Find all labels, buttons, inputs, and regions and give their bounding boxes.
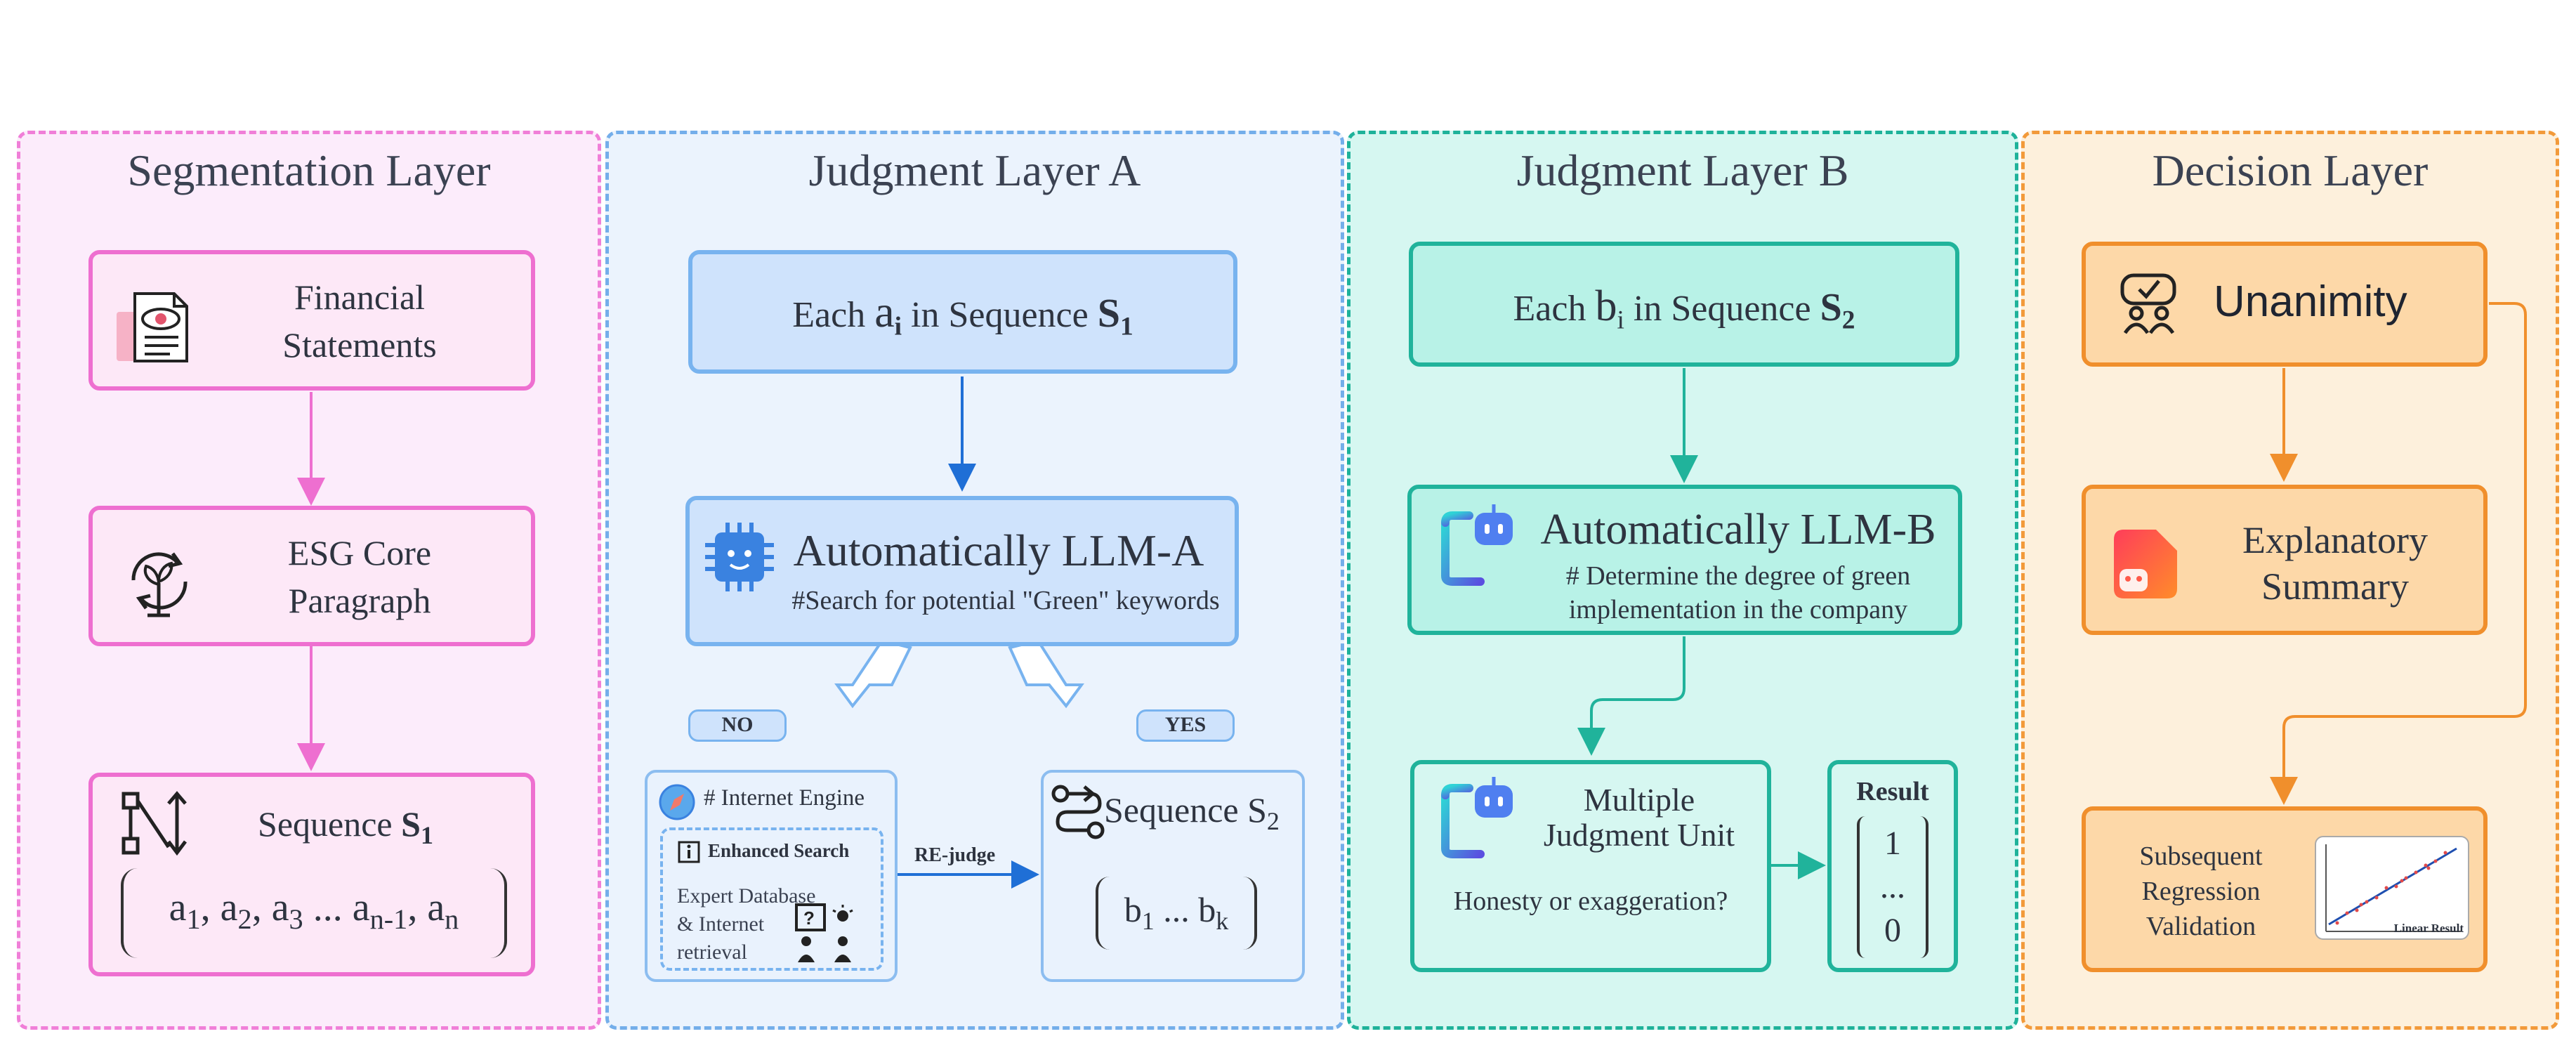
result-value: ... (1880, 868, 1905, 905)
each-ai-box: Each ai in Sequence S1 (688, 250, 1237, 374)
summary-bot-icon (2114, 530, 2177, 598)
sequence-s1-bracket (121, 868, 507, 958)
each-bi-text: Each bi in Sequence S2 (1513, 282, 1855, 335)
expert-database-text: Expert Database & Internet retrieval (677, 884, 816, 964)
unanimity-box: Unanimity (2082, 242, 2488, 367)
sequence-s2-box: Sequence S2 b1 ... bk (1041, 770, 1305, 982)
linear-result-label: Linear Result (2393, 922, 2464, 935)
document-eye-icon (117, 292, 188, 362)
sequence-item: a2, (220, 886, 272, 936)
yes-badge: YES (1136, 709, 1235, 742)
regression-validation-label: Subsequent Regression Validation (2139, 841, 2263, 941)
llm-a-title: Automatically LLM-A (793, 525, 1204, 575)
chip-robot-icon (705, 523, 774, 591)
regression-validation-box: Subsequent Regression Validation Linear … (2082, 806, 2488, 972)
sequence-s2-label: Sequence S2 (1104, 790, 1280, 835)
linear-result-plot (2325, 844, 2461, 932)
internet-engine-label: # Internet Engine (704, 785, 865, 811)
result-value: 1 (1884, 825, 1901, 862)
unanimity-label: Unanimity (2214, 277, 2407, 326)
result-bracket (1857, 816, 1928, 958)
result-title: Result (1856, 777, 1929, 806)
sequence-s1-box: Sequence S1 a1, a2, a3 ... an-1, an (88, 773, 535, 976)
arrow-unanimity-to-regression (2270, 302, 2527, 805)
financial-statements-line1: Financial (294, 277, 426, 317)
llm-a-box: Automatically LLM-A #Search for potentia… (685, 496, 1239, 646)
financial-statements-box: Financial Statements (88, 250, 535, 391)
decision-layer-title: Decision Layer (2152, 145, 2429, 195)
sequence-s1-items: a1, a2, a3 ... an-1, an (121, 882, 507, 938)
experts-icon: ? (795, 903, 853, 962)
bot-chat-icon (1441, 504, 1513, 586)
rejudge-label: RE-judge (914, 844, 996, 866)
llm-b-box: Automatically LLM-B # Determine the degr… (1407, 485, 1962, 635)
esg-core-line1: ESG Core (287, 533, 432, 572)
sequence-item: a1, (169, 886, 221, 936)
esg-core-line2: Paragraph (288, 581, 431, 620)
esg-core-paragraph-box: ESG Core Paragraph (88, 506, 535, 646)
multiple-judgment-unit-box: Multiple Judgment Unit Honesty or exagge… (1410, 760, 1771, 972)
enhanced-search-box: Enhanced Search Expert Database & Intern… (660, 827, 883, 971)
arrow-yes-branch (1008, 638, 1084, 709)
each-ai-text: Each ai in Sequence S1 (792, 287, 1133, 341)
sequence-item: a3 ... (271, 886, 353, 936)
judgment-layer-a-title: Judgment Layer A (808, 145, 1141, 195)
linear-result-thumbnail: Linear Result (2315, 836, 2469, 940)
sequence-s2-bracket (1096, 877, 1257, 950)
result-box: Result 1... 0 (1827, 760, 1958, 972)
llm-a-note: #Search for potential "Green" keywords (791, 586, 1220, 615)
llm-b-title: Automatically LLM-B (1540, 506, 1936, 554)
segmentation-layer-title: Segmentation Layer (127, 145, 491, 195)
svg-text:?: ? (803, 908, 815, 929)
route-icon (1051, 785, 1105, 839)
vote-people-icon (2120, 273, 2176, 334)
bot-chat-icon-2 (1441, 777, 1513, 858)
sequence-item: an-1, (352, 886, 428, 936)
no-badge: NO (688, 709, 787, 742)
result-values: 1... 0 (1832, 822, 1954, 952)
llm-b-note: # Determine the degree of green implemen… (1565, 561, 1911, 624)
enhanced-search-label: Enhanced Search (708, 840, 850, 861)
branch-arrows-icon (121, 791, 187, 856)
sequence-s2-items: b1 ... bk (1124, 890, 1229, 935)
each-bi-box: Each bi in Sequence S2 (1409, 242, 1959, 367)
sequence-s1-label: Sequence S1 (258, 804, 433, 849)
honesty-question: Honesty or exaggeration? (1453, 886, 1728, 916)
arrow-llm-b-to-unit (1577, 636, 1685, 756)
sequence-item: an (427, 886, 459, 936)
result-value: 0 (1884, 912, 1901, 949)
arrow-no-branch (834, 638, 912, 709)
judgment-layer-b-title: Judgment Layer B (1516, 145, 1849, 195)
info-icon (678, 841, 700, 863)
explanatory-summary-label: Explanatory Summary (2242, 519, 2428, 608)
internet-engine-box: # Internet Engine Enhanced Search Expert… (645, 770, 898, 982)
financial-statements-line2: Statements (282, 325, 437, 365)
multiple-judgment-unit-label: Multiple Judgment Unit (1543, 782, 1735, 853)
explanatory-summary-box: Explanatory Summary (2082, 485, 2488, 635)
compass-icon (659, 784, 695, 820)
plant-cycle-icon (131, 552, 188, 617)
